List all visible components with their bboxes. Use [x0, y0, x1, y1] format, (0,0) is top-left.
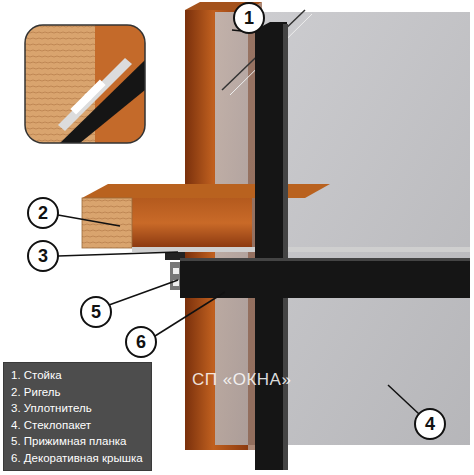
legend-item: 1. Стойка	[11, 367, 143, 384]
inset-detail	[25, 25, 145, 143]
callout-number: 4	[425, 415, 435, 433]
legend-item: 2. Ригель	[11, 384, 143, 401]
cover-cap-vertical	[255, 22, 287, 470]
callout-circle: 6	[125, 326, 157, 358]
watermark: СП «ОКНА»	[192, 370, 291, 390]
callout-number: 3	[38, 247, 48, 265]
cover-cap-horizontal	[180, 258, 470, 298]
legend-item: 3. Уплотнитель	[11, 400, 143, 417]
legend-item: 4. Стеклопакет	[11, 417, 143, 434]
transom-wood	[132, 198, 252, 248]
inset-frame	[25, 25, 145, 143]
callout-circle: 5	[80, 296, 112, 328]
cover-cap-side	[283, 24, 288, 470]
callout-circle: 3	[27, 240, 59, 272]
cover-cap-edge	[180, 258, 470, 261]
callout-number: 6	[136, 333, 146, 351]
profile-slot	[173, 268, 179, 274]
callout-circle: 4	[414, 408, 446, 440]
legend-item: 5. Прижимная планка	[11, 433, 143, 450]
callout-number: 1	[244, 9, 254, 27]
legend-box: 1. Стойка2. Ригель3. Уплотнитель4. Стекл…	[3, 362, 152, 471]
legend-item: 6. Декоративная крышка	[11, 450, 143, 467]
callout-number: 5	[91, 303, 101, 321]
transom-top	[82, 184, 330, 198]
seal	[132, 247, 470, 252]
callout-circle: 2	[27, 197, 59, 229]
leader-lines	[58, 30, 419, 414]
callout-circle: 1	[233, 2, 265, 34]
callout-number: 2	[38, 204, 48, 222]
